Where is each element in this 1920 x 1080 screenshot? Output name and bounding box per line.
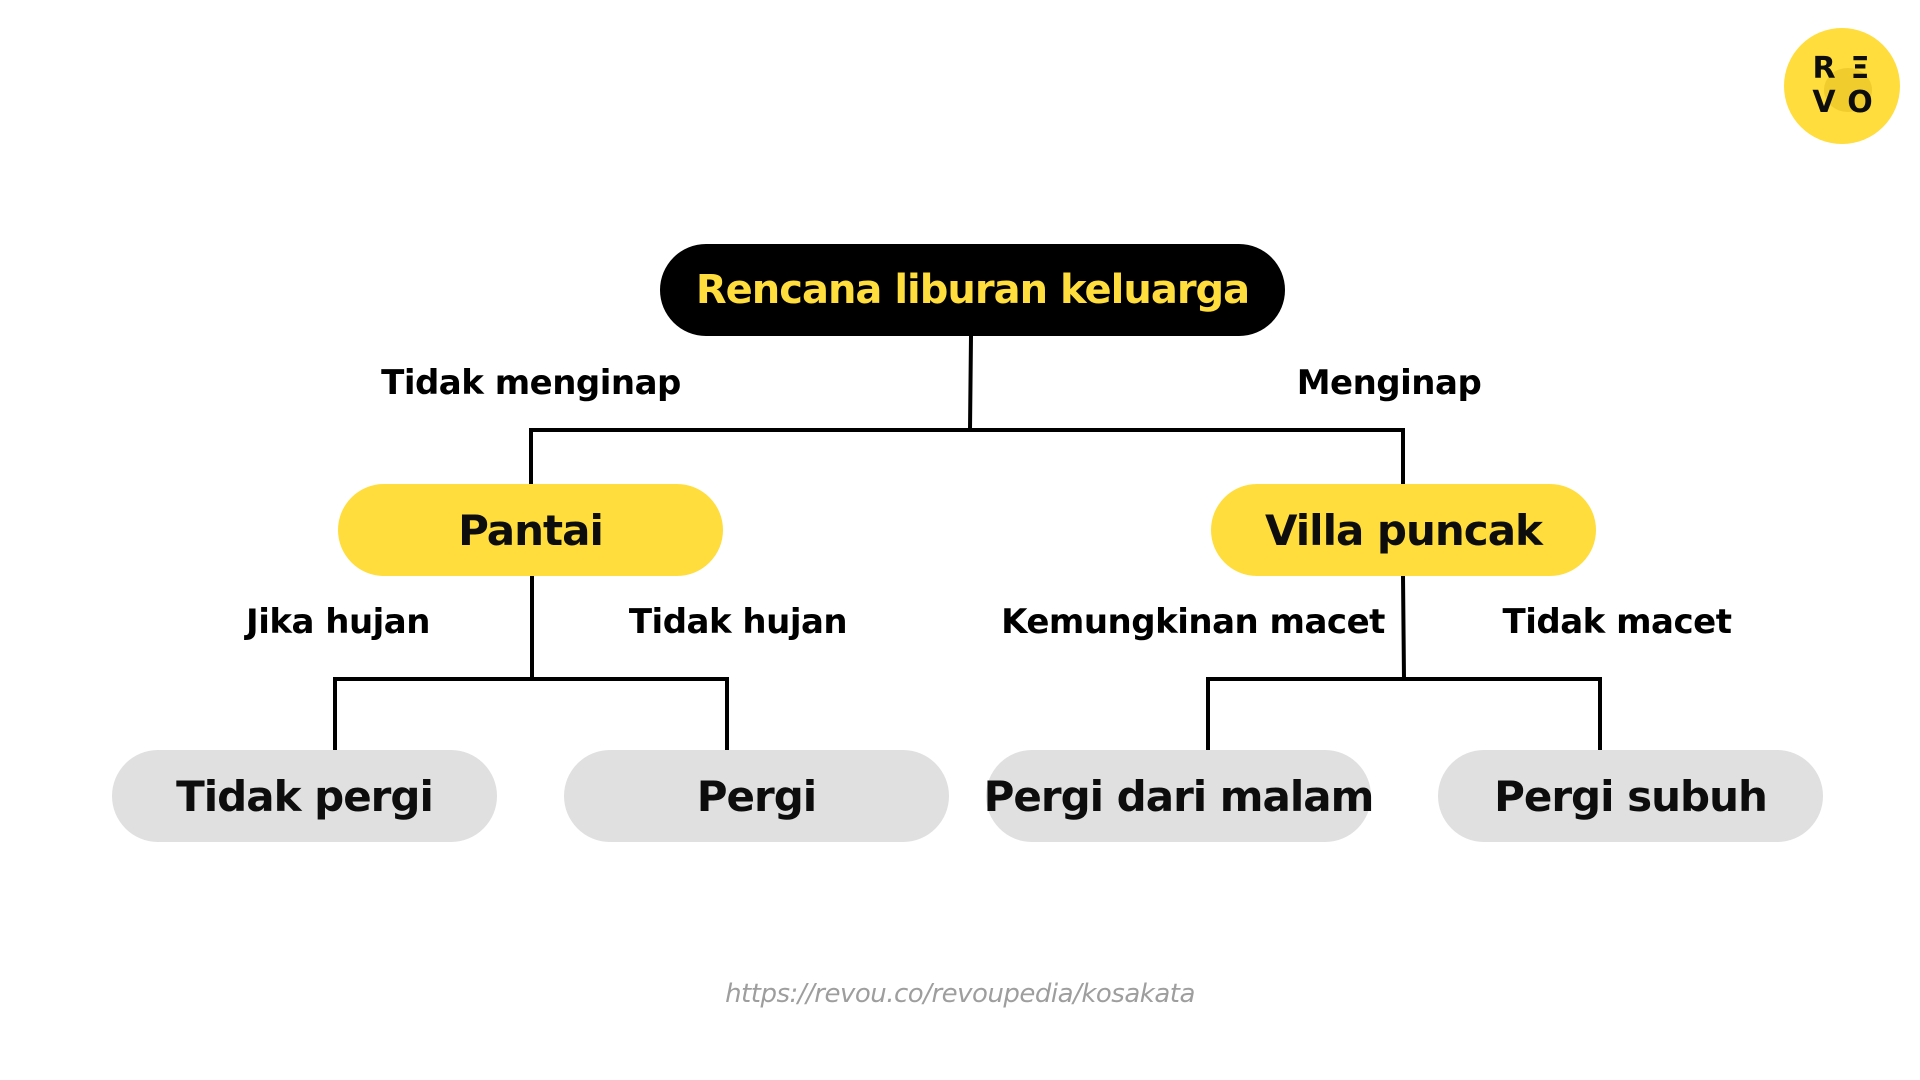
node-villa-puncak-label: Villa puncak bbox=[1265, 505, 1543, 555]
connector-villa-to-pergi-dari-malam bbox=[1206, 575, 1407, 750]
connector-root-to-villa-puncak bbox=[970, 428, 1405, 484]
connector-pantai-to-tidak-pergi bbox=[333, 576, 534, 750]
edge-label-menginap: Menginap bbox=[1296, 363, 1482, 403]
source-url: https://revou.co/revoupedia/kosakata bbox=[725, 979, 1195, 1009]
node-tidak-pergi-label: Tidak pergi bbox=[176, 771, 434, 821]
edge-label-kemungkinan-macet: Kemungkinan macet bbox=[1001, 602, 1385, 642]
node-pantai: Pantai bbox=[338, 484, 723, 576]
connector-root-to-pantai bbox=[529, 335, 973, 484]
node-pergi-dari-malam: Pergi dari malam bbox=[983, 750, 1375, 842]
revou-logo: R Ξ V O bbox=[1784, 28, 1900, 144]
logo-blob-shape bbox=[1824, 68, 1872, 112]
node-pergi-subuh: Pergi subuh bbox=[1438, 750, 1823, 842]
logo-letter-r: R bbox=[1812, 51, 1836, 86]
node-tidak-pergi: Tidak pergi bbox=[112, 750, 497, 842]
node-pantai-label: Pantai bbox=[458, 505, 604, 555]
node-pergi: Pergi bbox=[564, 750, 949, 842]
logo-letter-e: Ξ bbox=[1850, 51, 1870, 86]
connector-villa-to-pergi-subuh bbox=[1404, 677, 1602, 750]
node-pergi-subuh-label: Pergi subuh bbox=[1494, 771, 1768, 821]
node-pergi-dari-malam-label: Pergi dari malam bbox=[983, 771, 1375, 821]
root-node-label: Rencana liburan keluarga bbox=[695, 267, 1250, 313]
logo-letter-v: V bbox=[1812, 85, 1836, 120]
edge-label-tidak-hujan: Tidak hujan bbox=[628, 602, 848, 642]
edge-label-tidak-macet: Tidak macet bbox=[1502, 602, 1732, 642]
edge-label-jika-hujan: Jika hujan bbox=[246, 602, 430, 642]
logo-letter-o: O bbox=[1847, 85, 1873, 120]
node-villa-puncak: Villa puncak bbox=[1211, 484, 1596, 576]
edge-label-tidak-menginap: Tidak menginap bbox=[381, 363, 681, 403]
node-pergi-label: Pergi bbox=[696, 771, 817, 821]
logo-lettermark: R Ξ V O bbox=[1806, 52, 1878, 120]
connector-pantai-to-pergi bbox=[532, 677, 729, 750]
root-node: Rencana liburan keluarga bbox=[660, 244, 1285, 336]
